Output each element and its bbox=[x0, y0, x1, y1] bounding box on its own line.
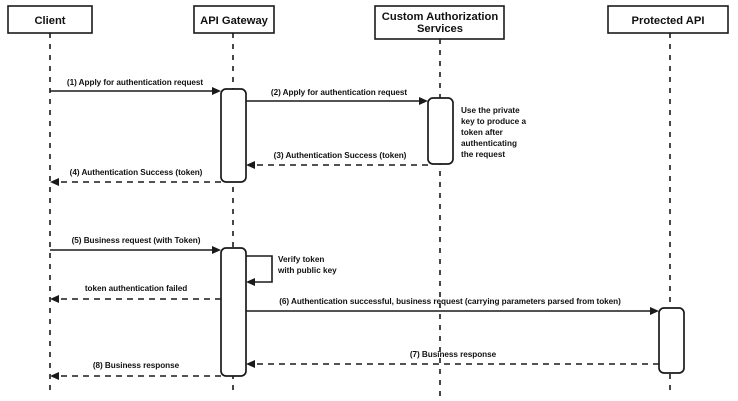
message-1-label: (1) Apply for authentication request bbox=[67, 78, 204, 87]
activation-bars bbox=[220, 88, 685, 377]
activation-protected-api bbox=[658, 307, 685, 374]
private-key-note: Use the private key to produce a token a… bbox=[461, 106, 527, 159]
message-5-label: (5) Business request (with Token) bbox=[72, 236, 201, 245]
message-4-arrowhead bbox=[50, 178, 59, 186]
private-key-note-line-5: the request bbox=[461, 150, 505, 159]
message-2: (2) Apply for authentication request bbox=[246, 88, 428, 105]
activation-api-gateway-auth bbox=[220, 88, 247, 183]
message-5: (5) Business request (with Token) bbox=[50, 236, 221, 254]
message-token-authentication-failed-label: token authentication failed bbox=[85, 284, 187, 293]
participant-label-custom-auth-line1: Custom Authorization bbox=[382, 11, 499, 23]
message-token-authentication-failed: token authentication failed bbox=[50, 284, 221, 303]
private-key-note-line-3: token after bbox=[461, 128, 504, 137]
message-5-arrowhead bbox=[212, 246, 221, 254]
message-1-arrowhead bbox=[212, 87, 221, 95]
message-7: (7) Business response bbox=[246, 350, 659, 368]
private-key-note-line-4: authenticating bbox=[461, 139, 517, 148]
message-6-arrowhead bbox=[650, 307, 659, 315]
activation-api-gateway-business bbox=[220, 247, 247, 377]
activation-custom-auth bbox=[427, 97, 454, 165]
message-6-label: (6) Authentication successful, business … bbox=[279, 297, 621, 306]
message-self-verify-token-arrowhead bbox=[246, 278, 255, 286]
message-self-verify-token-line bbox=[246, 255, 273, 283]
message-4-label: (4) Authentication Success (token) bbox=[70, 168, 203, 177]
message-3-label: (3) Authentication Success (token) bbox=[274, 151, 407, 160]
message-7-arrowhead bbox=[246, 360, 255, 368]
message-6: (6) Authentication successful, business … bbox=[246, 297, 659, 315]
message-2-label: (2) Apply for authentication request bbox=[271, 88, 408, 97]
participant-label-protected-api: Protected API bbox=[632, 15, 705, 27]
message-self-verify-token-label-line2: with public key bbox=[277, 266, 337, 275]
message-2-arrowhead bbox=[419, 97, 428, 105]
participant-label-client: Client bbox=[34, 15, 65, 27]
message-8-arrowhead bbox=[50, 372, 59, 380]
participant-label-api-gateway: API Gateway bbox=[200, 15, 269, 27]
participant-box-protected-api[interactable] bbox=[607, 5, 729, 34]
message-8-label: (8) Business response bbox=[93, 361, 180, 370]
participant-label-custom-auth-line2: Services bbox=[417, 23, 463, 35]
message-4: (4) Authentication Success (token) bbox=[50, 168, 221, 186]
message-1: (1) Apply for authentication request bbox=[50, 78, 221, 95]
participant-box-client[interactable] bbox=[7, 5, 93, 34]
message-token-authentication-failed-arrowhead bbox=[50, 295, 59, 303]
message-8: (8) Business response bbox=[50, 361, 221, 380]
message-self-verify-token: Verify token with public key bbox=[246, 255, 337, 286]
message-3: (3) Authentication Success (token) bbox=[246, 151, 428, 169]
message-self-verify-token-label-line1: Verify token bbox=[278, 255, 324, 264]
participant-box-api-gateway[interactable] bbox=[193, 5, 275, 34]
private-key-note-line-1: Use the private bbox=[461, 106, 520, 115]
participant-headers: Client API Gateway Custom Authorization … bbox=[7, 5, 729, 40]
message-7-label: (7) Business response bbox=[410, 350, 497, 359]
private-key-note-line-2: key to produce a bbox=[461, 117, 527, 126]
participant-box-custom-auth[interactable] bbox=[374, 5, 505, 40]
message-3-arrowhead bbox=[246, 161, 255, 169]
